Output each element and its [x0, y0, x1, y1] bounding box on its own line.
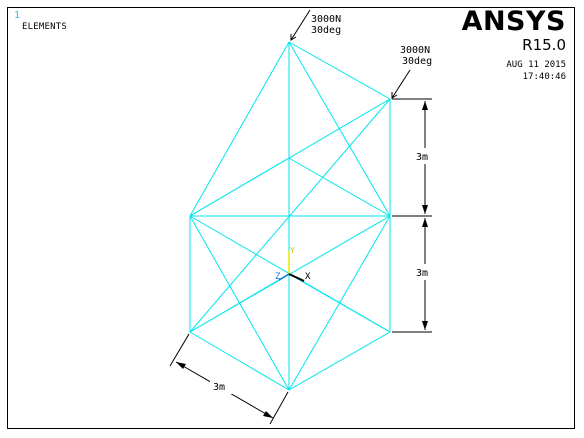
vertical-dimensions	[392, 98, 432, 333]
dimension-label-mask	[413, 148, 437, 164]
triad-z-axis	[278, 273, 290, 281]
dimension-label-mask	[210, 378, 236, 394]
time-label: 17:40:46	[522, 72, 566, 82]
plot-title: ELEMENTS	[22, 22, 67, 32]
member	[189, 157, 290, 217]
load-arrow-top	[290, 9, 311, 41]
window-number: 1	[14, 10, 21, 21]
load-force-top: 3000N	[311, 14, 341, 25]
dimension-arrowheads	[176, 362, 273, 418]
member	[288, 157, 391, 217]
member	[189, 331, 290, 391]
triad-x-label: X	[305, 272, 311, 282]
dimension-label-upper: 3m	[416, 152, 428, 163]
load-arrows	[290, 9, 411, 99]
triad-z-label: Z	[275, 272, 281, 282]
ansys-logo: ANSYS	[461, 6, 566, 37]
triad-x-axis	[288, 273, 305, 282]
brand-block: ANSYS R15.0 AUG 11 2015 17:40:46	[461, 6, 566, 83]
member	[288, 273, 391, 333]
dimension-label-mask	[413, 264, 437, 280]
member	[288, 41, 391, 100]
date-label: AUG 11 2015	[506, 60, 566, 70]
member	[189, 98, 391, 333]
coordinate-triad: Y Z X	[275, 246, 311, 282]
truss-mesh	[189, 41, 391, 391]
extension-line	[269, 391, 289, 425]
arrow-head	[290, 34, 297, 41]
graphics-window[interactable]	[7, 7, 575, 429]
load-arrow-right	[391, 69, 411, 99]
release-label: R15.0	[522, 36, 566, 54]
member	[189, 273, 290, 333]
load-force-right: 3000N	[400, 45, 430, 56]
dimension-label-bottom: 3m	[213, 382, 225, 393]
extension-line	[169, 333, 190, 367]
member	[189, 41, 290, 217]
load-angle-right: 30deg	[402, 56, 432, 67]
dimension-arrowheads	[422, 101, 428, 330]
load-angle-top: 30deg	[311, 25, 341, 36]
dimension-label-lower: 3m	[416, 268, 428, 279]
triad-y-label: Y	[290, 246, 295, 255]
arrow-head	[391, 92, 398, 99]
member	[288, 331, 391, 391]
